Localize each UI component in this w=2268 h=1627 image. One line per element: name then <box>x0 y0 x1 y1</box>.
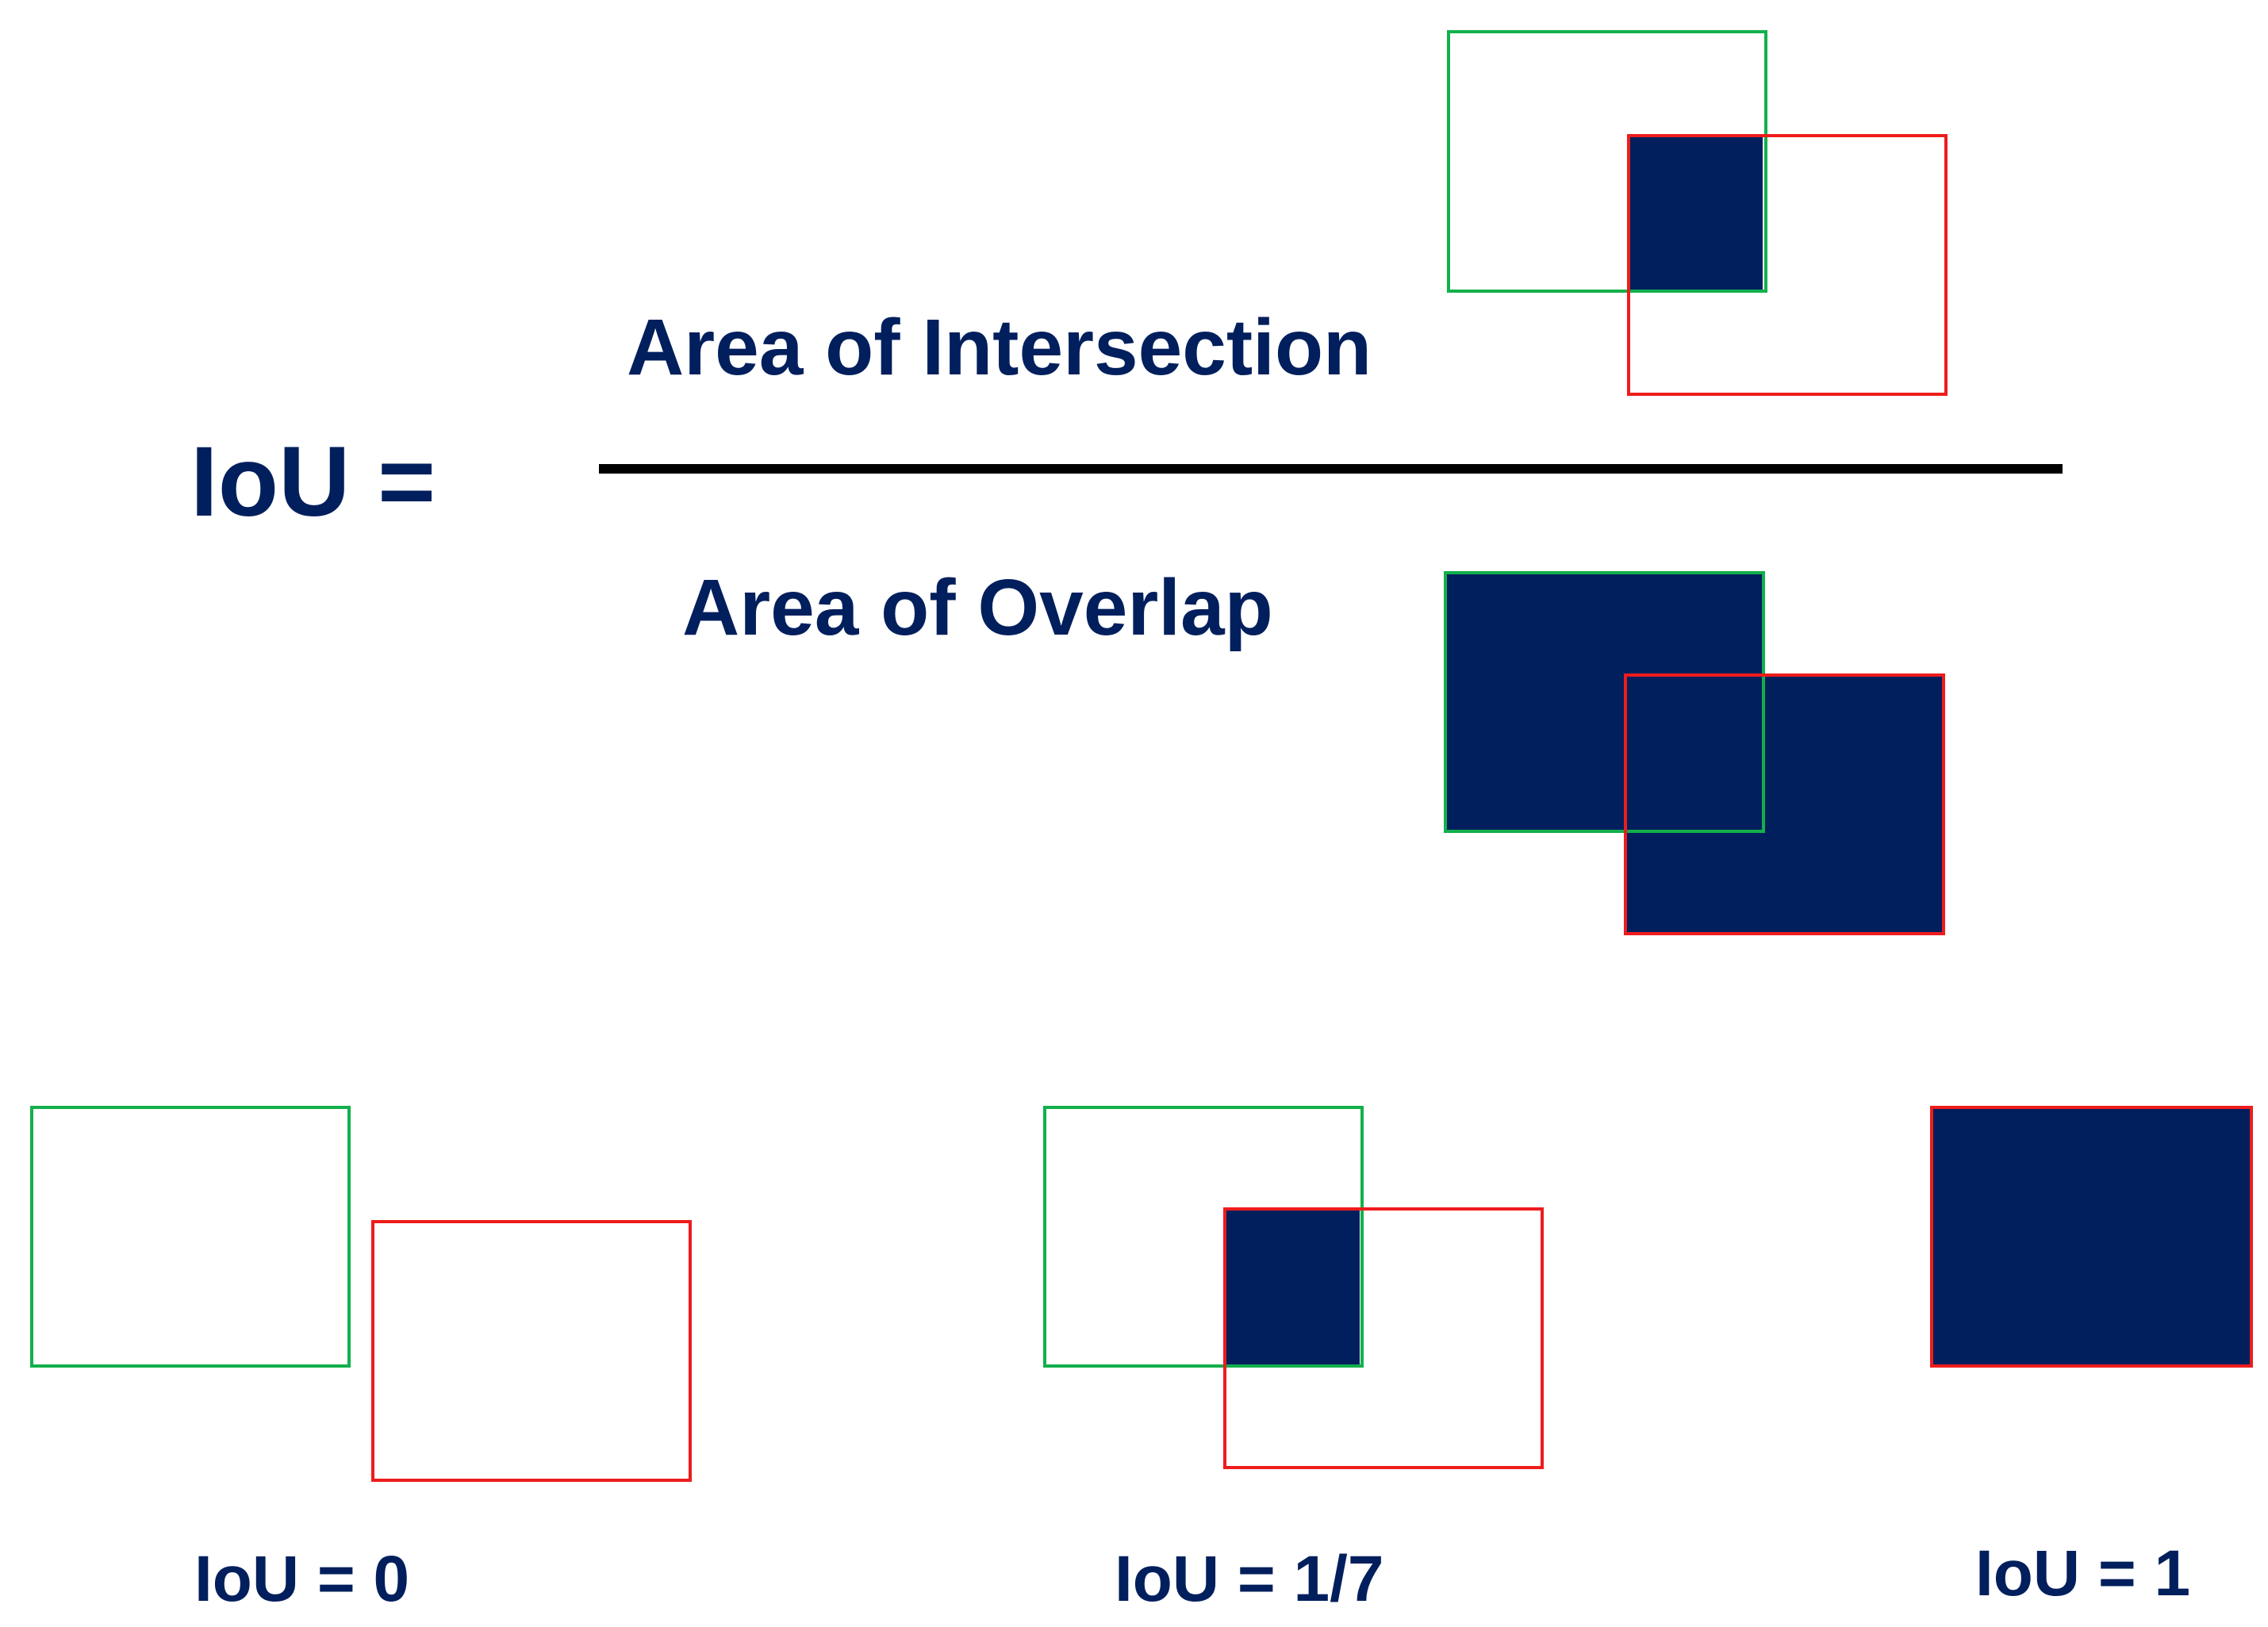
union-fill-ground-truth <box>1445 573 1763 831</box>
iou-formula-label: IoU = <box>190 427 436 537</box>
denominator-label: Area of Overlap <box>682 563 1273 652</box>
example-iou-zero <box>30 1106 692 1482</box>
full-overlap-fill <box>1932 1107 2251 1366</box>
example-label-iou-one: IoU = 1 <box>1975 1537 2191 1610</box>
denominator-illustration <box>1444 571 1945 935</box>
ground-truth-box <box>1444 571 1765 833</box>
example-iou-one-seventh <box>1043 1106 1544 1469</box>
intersection-fill <box>1225 1211 1360 1366</box>
numerator-illustration <box>1447 30 1948 396</box>
numerator-label: Area of Intersection <box>627 303 1372 392</box>
ground-truth-box <box>30 1106 351 1368</box>
prediction-box <box>1930 1106 2253 1368</box>
fraction-bar <box>599 464 2063 474</box>
prediction-box <box>1223 1207 1544 1469</box>
prediction-box <box>1624 673 1945 935</box>
prediction-box <box>371 1220 692 1482</box>
example-label-iou-one-seventh: IoU = 1/7 <box>1115 1543 1384 1615</box>
example-label-iou-zero: IoU = 0 <box>194 1543 410 1615</box>
ground-truth-box <box>1043 1106 1364 1368</box>
prediction-box <box>1627 134 1948 396</box>
ground-truth-box <box>1447 30 1767 293</box>
intersection-fill <box>1629 137 1763 291</box>
union-fill-prediction <box>1625 675 1944 934</box>
example-iou-one <box>1930 1106 2253 1368</box>
